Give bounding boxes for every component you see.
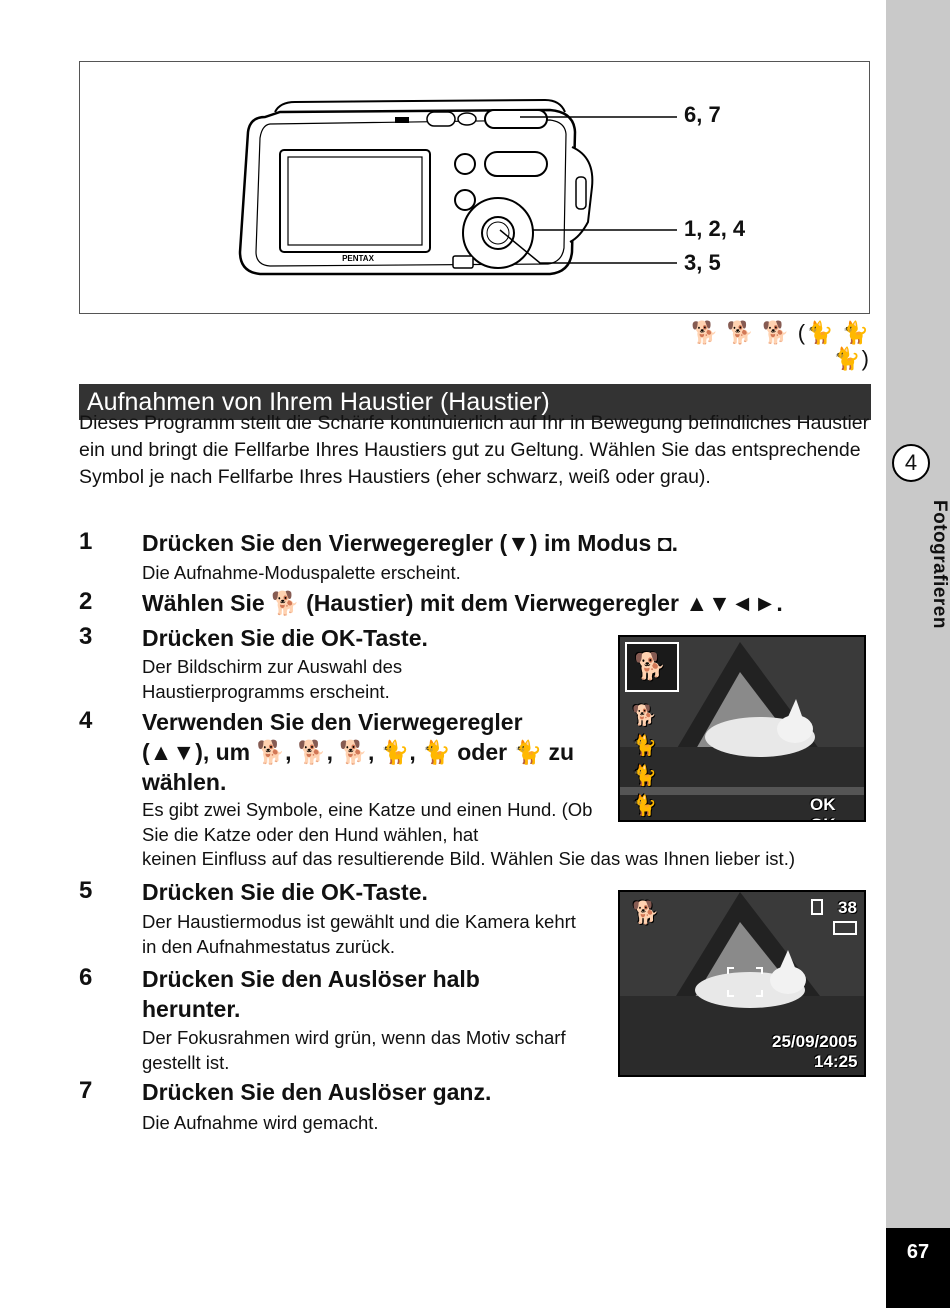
- dog-icon: 🐕: [632, 705, 657, 727]
- callout-3-5: 3, 5: [684, 250, 721, 275]
- step-6-desc: Der Fokusrahmen wird grün, wenn das Moti…: [142, 1027, 566, 1073]
- camera-back-illustration: PENTAX: [238, 98, 677, 276]
- step-4-desc-b: keinen Einfluss auf das resultierende Bi…: [142, 848, 795, 869]
- selected-dog-icon: 🐕: [634, 651, 667, 681]
- step-3-number: 3: [79, 623, 93, 650]
- step-6-number: 6: [79, 964, 93, 991]
- pet-selection-screen: 🐕 🐕 🐈 🐈 🐈 OK OK: [618, 635, 866, 822]
- step-4-desc-a: Es gibt zwei Symbole, eine Katze und ein…: [142, 799, 593, 845]
- step-3-title: Drücken Sie die OK-Taste.: [142, 625, 428, 651]
- step-1-number: 1: [79, 528, 93, 555]
- step-7-title: Drücken Sie den Auslöser ganz.: [142, 1079, 492, 1105]
- camera-brand-label: PENTAX: [342, 254, 375, 263]
- shooting-screen: 🐕 38 25/09/2005 14:25: [618, 890, 866, 1077]
- step-6-title: Drücken Sie den Auslöser halb herunter.: [142, 966, 480, 1022]
- pet-mode-icons: 🐕 🐕 🐕 (🐈 🐈 🐈): [691, 320, 870, 371]
- pet-selection-photo: [620, 637, 864, 820]
- step-4-number: 4: [79, 707, 93, 734]
- cat-icon: 🐈: [632, 735, 657, 757]
- step-7-desc: Die Aufnahme wird gemacht.: [142, 1112, 379, 1133]
- callout-6-7: 6, 7: [684, 102, 721, 127]
- chapter-side-tab: [886, 0, 950, 1308]
- ok-label: OK OK: [810, 795, 836, 820]
- step-1-title: Drücken Sie den Vierwegeregler (▼) im Mo…: [142, 530, 678, 556]
- remaining-shots: 38: [838, 898, 857, 917]
- step-5-desc: Der Haustiermodus ist gewählt und die Ka…: [142, 911, 576, 957]
- step-2-title: Wählen Sie 🐕 (Haustier) mit dem Vierwege…: [142, 590, 783, 616]
- chapter-label: Fotografieren: [929, 500, 950, 629]
- section-heading: Aufnahmen von Ihrem Haustier (Haustier): [79, 383, 871, 420]
- chapter-number: 4: [892, 444, 930, 482]
- step-1-desc: Die Aufnahme-Moduspalette erscheint.: [142, 562, 461, 583]
- cat-icon: 🐈: [632, 795, 657, 817]
- step-3-desc: Der Bildschirm zur Auswahl des Haustierp…: [142, 656, 403, 702]
- camera-figure: PENTAX 6, 7 1, 2, 4 3, 5: [79, 61, 870, 314]
- callout-1-2-4: 1, 2, 4: [684, 216, 746, 241]
- time-readout: 14:25: [814, 1052, 858, 1071]
- intro-paragraph: Dieses Programm stellt die Schärfe konti…: [79, 412, 870, 488]
- date-readout: 25/09/2005: [772, 1032, 858, 1051]
- cat-icon: 🐈: [632, 765, 657, 787]
- step-4-title: Verwenden Sie den Vierwegeregler (▲▼), u…: [142, 709, 575, 795]
- pet-mode-icon: 🐕: [632, 900, 660, 925]
- shooting-photo: [620, 892, 864, 1075]
- step-5-title: Drücken Sie die OK-Taste.: [142, 879, 428, 905]
- step-2-number: 2: [79, 588, 93, 615]
- step-7-number: 7: [79, 1077, 93, 1104]
- step-5-number: 5: [79, 877, 93, 904]
- page-number: 67: [886, 1228, 950, 1308]
